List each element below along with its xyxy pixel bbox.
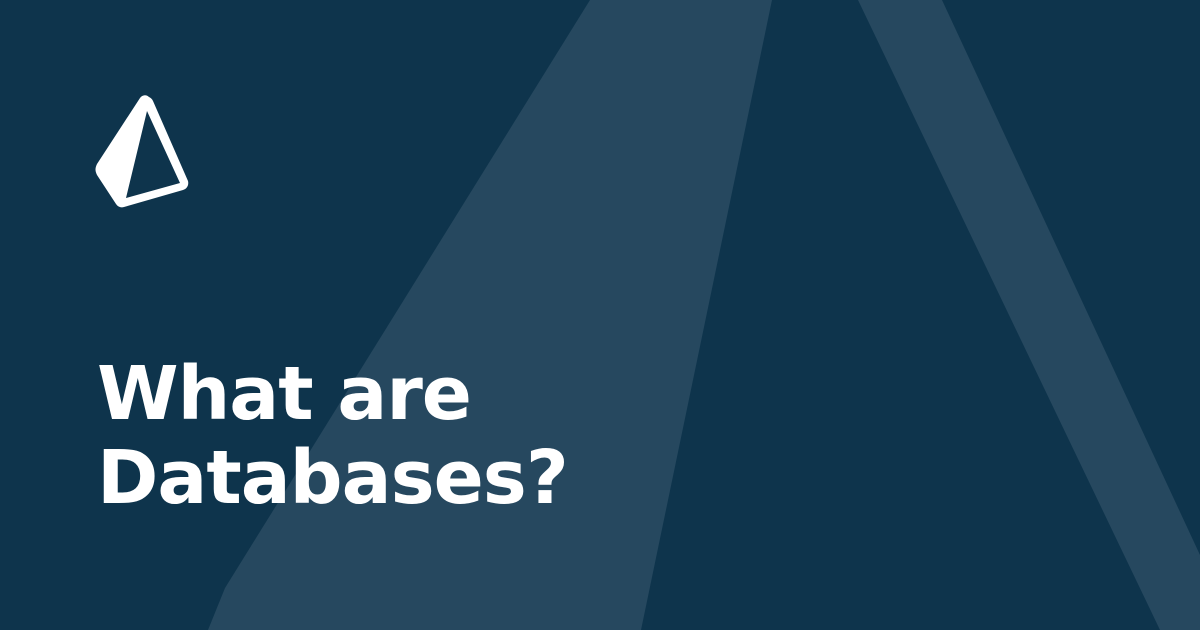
right-stripe-shape — [858, 0, 1200, 630]
title-line-2: Databases? — [97, 435, 569, 521]
left-stripe-shape — [208, 0, 772, 630]
prism-logo-icon — [95, 95, 189, 208]
page-title: What are Databases? — [97, 351, 569, 521]
title-line-1: What are — [97, 351, 472, 437]
